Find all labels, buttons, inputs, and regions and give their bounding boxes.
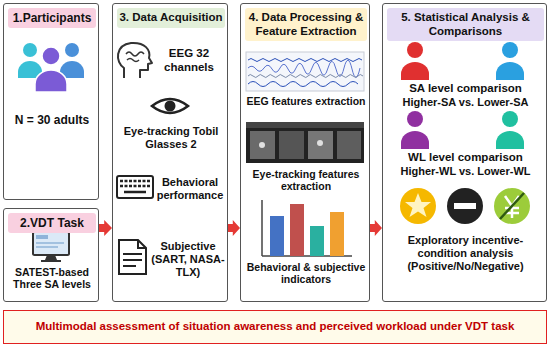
bar-chart-image [262, 200, 352, 256]
panel-label: WL level comparison [385, 151, 546, 165]
panel-label: Behavioral performance [153, 176, 227, 202]
flow-arrow [370, 220, 382, 236]
document-icon [119, 240, 146, 274]
panel-label: Higher-SA vs. Lower-SA [385, 96, 546, 109]
acquisition-panel: 3. Data AcquisitionEEG 32 channelsEye-tr… [112, 3, 228, 302]
flow-arrow [99, 220, 112, 236]
panel-heading: 3. Data Acquisition [117, 8, 225, 28]
panel-label: EEG features extraction [244, 95, 368, 107]
panel-label: SA level comparison [385, 82, 546, 96]
participants-panel: 1.Participants N = 30 adults [3, 3, 99, 200]
eeg-head-icon [118, 43, 152, 78]
incentive-icons [400, 188, 530, 224]
summary-band: Multimodal assessment of situation aware… [3, 310, 547, 344]
panel-label: Behavioral & subjective indicators [244, 261, 368, 286]
panel-label: N = 30 adults [6, 113, 98, 127]
participants-icon [18, 43, 84, 92]
task-panel: 2.VDT TaskSATEST-based Three SA levels [3, 208, 99, 302]
eeg-waveform-image [246, 52, 364, 91]
processing-panel: 4. Data Processing & Feature ExtractionE… [240, 3, 370, 302]
panel-heading: 4. Data Processing & Feature Extraction [245, 8, 367, 41]
flow-arrow [228, 220, 240, 236]
panel-heading: 2.VDT Task [8, 213, 96, 233]
video-strip-image [246, 122, 364, 163]
analysis-panel: 5. Statistical Analysis & Comparisons SA … [382, 3, 547, 302]
panel-label: Eye-tracking Tobil Glasses 2 [116, 125, 226, 151]
panel-label: SATEST-based Three SA levels [6, 266, 98, 291]
panel-label: Eye-tracking features extraction [244, 168, 368, 193]
summary-text: Multimodal assessment of situation aware… [10, 320, 540, 334]
wl-group-icons [401, 111, 524, 149]
panel-label: Subjective (SART, NASA-TLX) [149, 240, 227, 279]
eye-icon [152, 99, 188, 113]
monitor-icon [33, 232, 69, 261]
panel-heading: 5. Statistical Analysis & Comparisons [387, 8, 544, 41]
sa-group-icons [401, 42, 524, 80]
panel-label: Exploratory incentive-condition analysis… [387, 234, 544, 273]
panel-label: EEG 32 channels [153, 47, 225, 74]
panel-label: Higher-WL vs. Lower-WL [385, 165, 546, 178]
panel-heading: 1.Participants [8, 8, 96, 28]
keyboard-icon [117, 176, 153, 198]
